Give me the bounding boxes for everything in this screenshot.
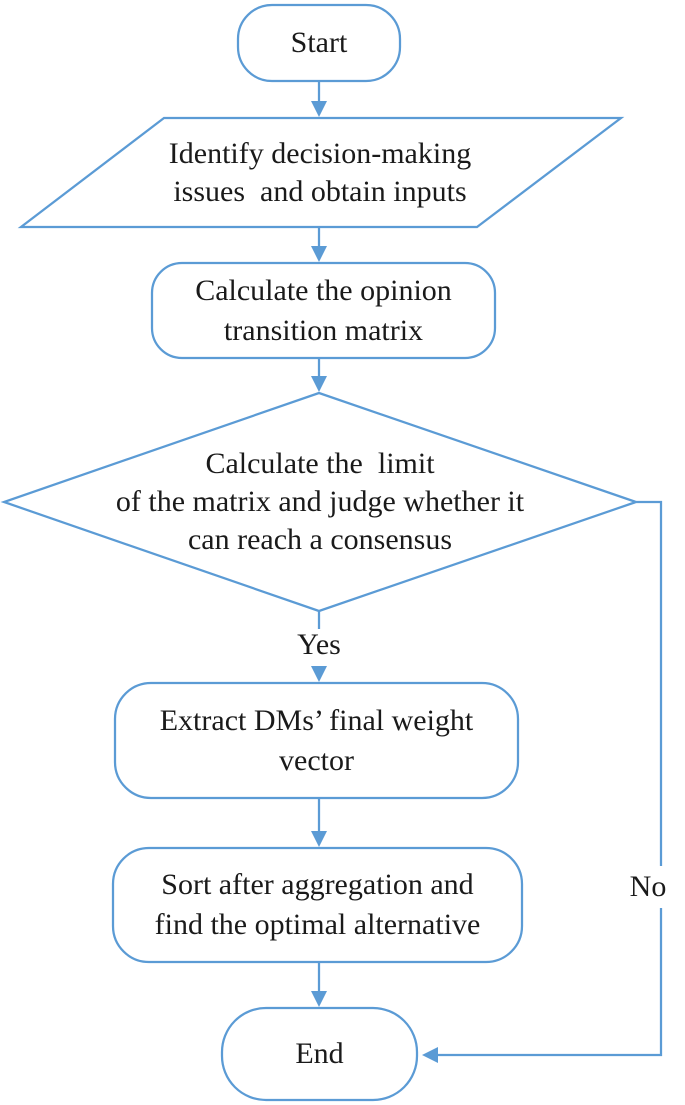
end-shape — [220, 1006, 419, 1102]
extract-label-line-1: Extract DMs’ final weight — [159, 703, 474, 737]
edge-decision-no-lower — [438, 908, 663, 1057]
identify-label: Identify decision-making issues and obta… — [20, 118, 620, 227]
sort-label-line-1: Sort after aggregation and — [161, 868, 474, 901]
arrowhead-calc-decision — [311, 376, 327, 392]
sort-label-line-2: find the optimal alternative — [154, 908, 481, 941]
calc-label: Calculate the opinion transition matrix — [152, 263, 495, 358]
arrowhead-no-end — [422, 1047, 438, 1063]
yes-edge-label: Yes — [297, 628, 341, 661]
decision-label-line-1: Calculate the limit — [205, 447, 435, 480]
edge-decision-no-upper — [636, 500, 663, 866]
calc-shape — [150, 261, 497, 360]
arrowhead-identify-calc — [311, 246, 327, 262]
identify-parallelogram-shape — [17, 116, 625, 229]
sort-label: Sort after aggregation and find the opti… — [113, 848, 522, 962]
calc-label-line-2: transition matrix — [223, 313, 424, 347]
decision-label-line-2: of the matrix and judge whether it — [115, 485, 525, 518]
decision-label-line-3: can reach a consensus — [187, 523, 453, 556]
arrowhead-extract-sort — [311, 831, 327, 847]
extract-label-line-2: vector — [279, 743, 354, 777]
arrowhead-yes-extract — [311, 666, 327, 682]
end-label: End — [295, 1037, 344, 1070]
sort-shape — [111, 846, 524, 964]
calc-label-line-1: Calculate the opinion — [195, 273, 452, 307]
identify-label-line-2: issues and obtain inputs — [173, 174, 467, 208]
start-label: Start — [290, 26, 348, 59]
extract-label: Extract DMs’ final weight vector — [115, 683, 518, 798]
identify-label-line-1: Identify decision-making — [168, 136, 472, 170]
arrowhead-sort-end — [311, 991, 327, 1007]
arrowhead-start-identify — [311, 101, 327, 117]
extract-shape — [113, 681, 520, 800]
decision-label: Calculate the limit of the matrix and ju… — [60, 395, 580, 609]
no-edge-label: No — [629, 870, 667, 903]
